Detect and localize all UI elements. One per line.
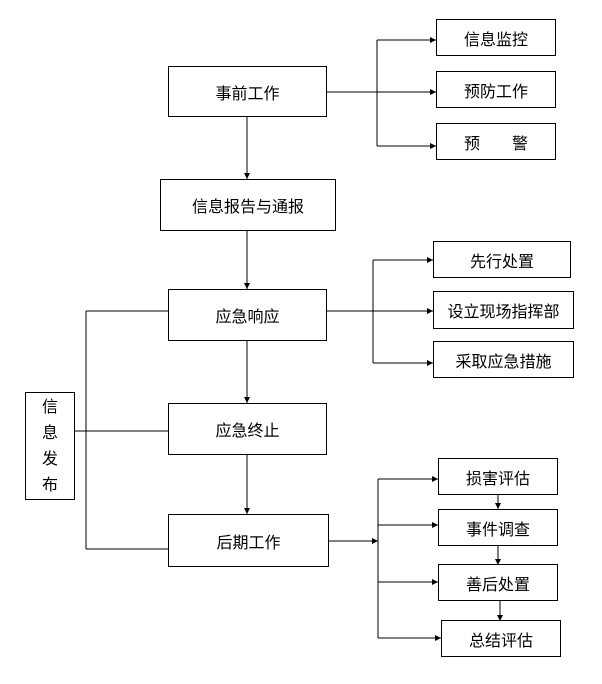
- info-monitoring-label: 信息监控: [463, 29, 528, 49]
- info-release-char-3: 发: [41, 449, 58, 468]
- incident-investigation-box: 事件调查: [438, 509, 558, 546]
- prevention-work-box: 预防工作: [436, 71, 556, 108]
- pre-event-work-box: 事前工作: [168, 66, 327, 117]
- aftermath-handling-label: 善后处置: [465, 574, 530, 594]
- aftermath-handling-box: 善后处置: [438, 564, 558, 601]
- info-release-char-4: 布: [41, 475, 58, 494]
- emergency-termination-label: 应急终止: [215, 421, 280, 440]
- warning-label: 预 警: [463, 133, 528, 153]
- post-work-label: 后期工作: [216, 532, 281, 552]
- damage-assessment-label: 损害评估: [465, 468, 530, 488]
- emergency-response-box: 应急响应: [168, 289, 327, 341]
- setup-command-box: 设立现场指挥部: [433, 291, 574, 329]
- take-measures-label: 采取应急措施: [455, 351, 552, 371]
- summary-evaluation-box: 总结评估: [441, 620, 561, 657]
- first-disposal-box: 先行处置: [433, 241, 571, 278]
- damage-assessment-box: 损害评估: [438, 458, 558, 495]
- info-release-box: 信 息 发 布: [25, 392, 75, 500]
- report-notify-box: 信息报告与通报: [160, 179, 336, 231]
- emergency-termination-box: 应急终止: [168, 403, 327, 455]
- summary-evaluation-label: 总结评估: [468, 630, 533, 650]
- take-measures-box: 采取应急措施: [433, 341, 574, 378]
- report-notify-label: 信息报告与通报: [191, 197, 304, 216]
- info-release-char-1: 信: [41, 397, 58, 416]
- pre-event-work-label: 事前工作: [215, 83, 280, 103]
- emergency-response-label: 应急响应: [215, 307, 280, 326]
- setup-command-label: 设立现场指挥部: [447, 302, 560, 321]
- info-monitoring-box: 信息监控: [436, 19, 556, 56]
- post-work-box: 后期工作: [168, 514, 329, 567]
- first-disposal-label: 先行处置: [469, 251, 534, 271]
- prevention-work-label: 预防工作: [463, 81, 528, 101]
- info-release-char-2: 息: [41, 423, 58, 442]
- warning-box: 预 警: [436, 123, 556, 160]
- incident-investigation-label: 事件调查: [465, 519, 530, 539]
